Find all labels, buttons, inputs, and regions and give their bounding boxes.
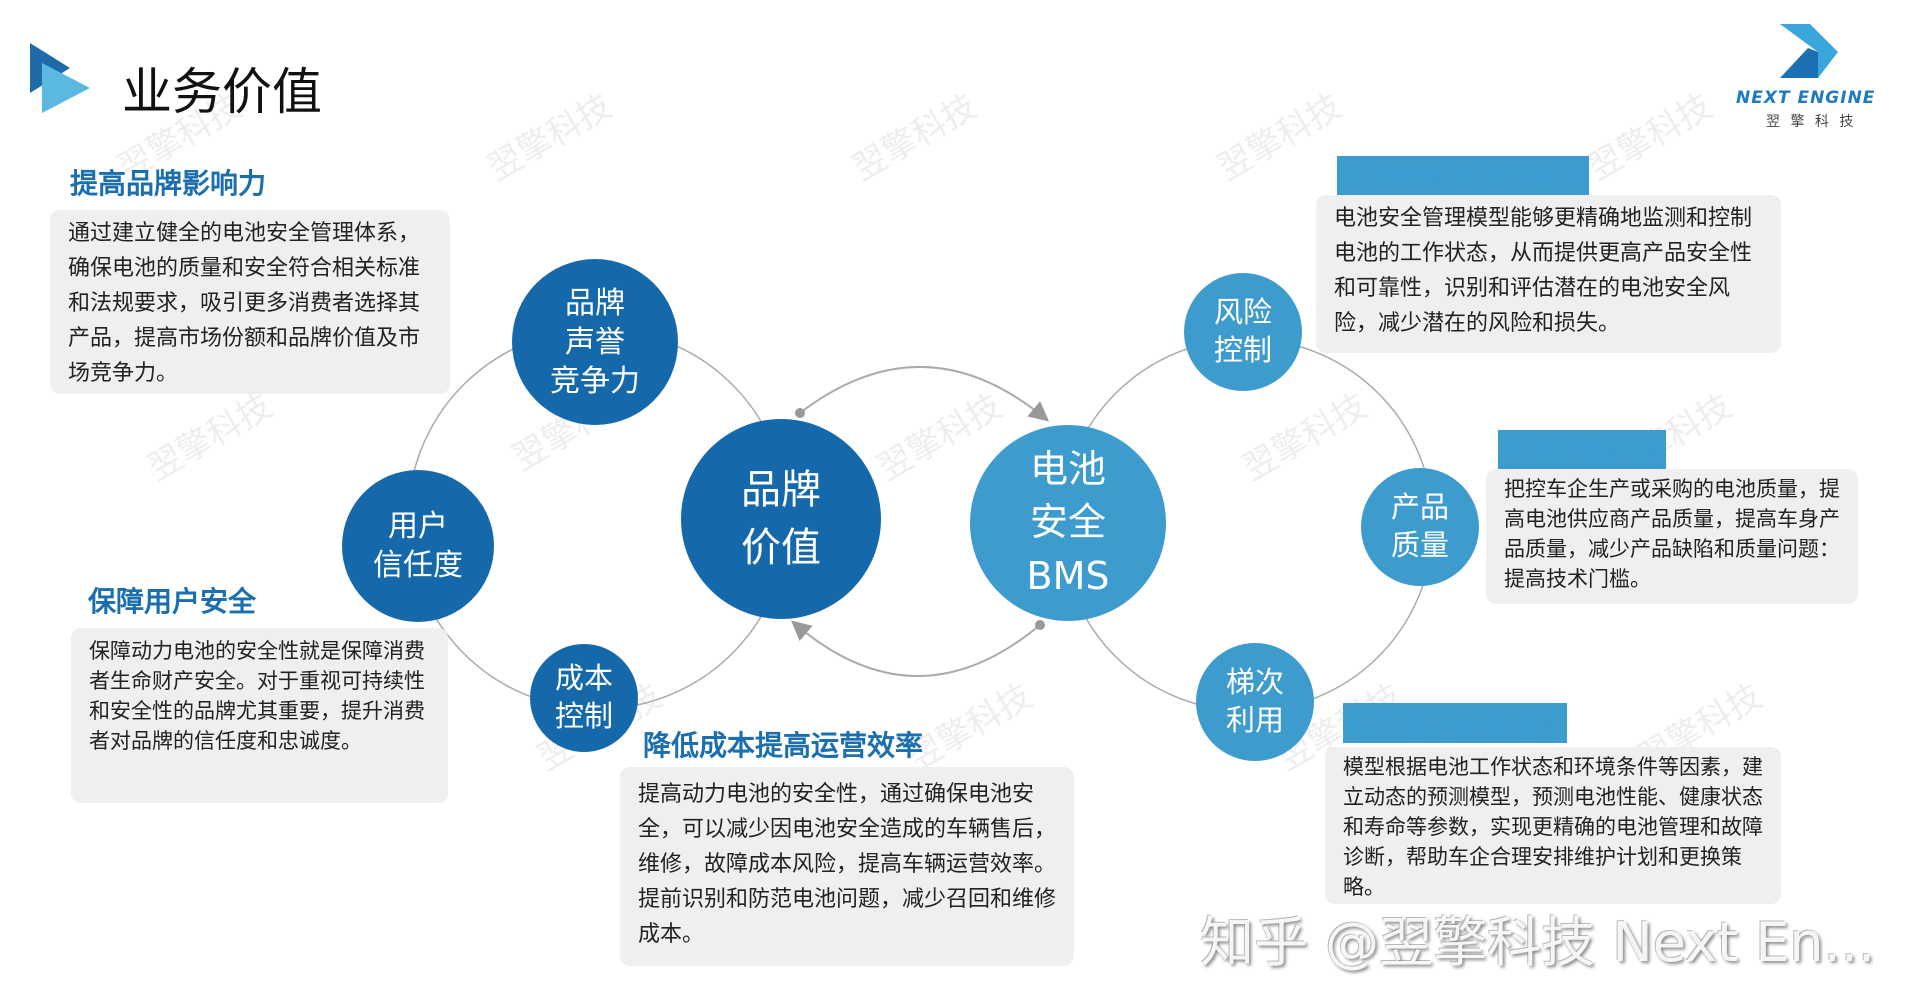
node-label: 控制 — [554, 699, 613, 733]
node-label: 成本 — [554, 661, 613, 696]
node-label: 利用 — [1225, 703, 1284, 737]
node-label: 价值 — [741, 525, 821, 571]
node-label: 电池 — [1029, 447, 1106, 492]
node-cost-control: 成本 控制 — [530, 644, 638, 752]
zhihu-watermark: 知乎 @翌擎科技 Next En... — [1200, 911, 1876, 974]
section-text-reuse: 模型根据电池工作状态和环境条件等因素，建立动态的预测模型，预测电池性能、健康状态… — [1325, 747, 1781, 904]
logo-subtitle: 翌 擎 科 技 — [1766, 114, 1857, 130]
section-heading-risk: 风险管控及寿命提升 — [1337, 156, 1590, 196]
bottom-arrow — [790, 620, 1041, 677]
node-user-trust: 用户 信任度 — [342, 470, 494, 622]
section-text-user: 保障动力电池的安全性就是保障消费者生命财产安全。对于重视可持续性和安全性的品牌尤… — [71, 628, 448, 803]
node-label: 竞争力 — [550, 363, 640, 399]
section-heading-user: 保障用户安全 — [88, 585, 257, 618]
node-label: 风险 — [1213, 295, 1272, 330]
node-brand-value: 品牌 价值 — [681, 419, 881, 619]
node-label: 品牌 — [565, 285, 625, 321]
node-label: BMS — [1026, 553, 1110, 598]
node-risk-control: 风险 控制 — [1184, 273, 1302, 391]
page-title: 业务价值 — [122, 63, 322, 121]
section-text-cost: 提高动力电池的安全性，通过确保电池安全，可以减少因电池安全造成的车辆售后，维修，… — [620, 767, 1074, 966]
section-text-brand: 通过建立健全的电池安全管理体系，确保电池的质量和安全符合相关标准和法规要求，吸引… — [50, 210, 450, 394]
node-cascade-utilization: 梯次 利用 — [1196, 643, 1314, 761]
logo-name: NEXT ENGINE — [1736, 88, 1876, 108]
node-label: 信任度 — [373, 548, 463, 583]
node-brand-reputation: 品牌 声誉 竞争力 — [512, 259, 678, 425]
node-label: 控制 — [1213, 333, 1272, 367]
section-heading-cost: 降低成本提高运营效率 — [643, 729, 924, 762]
section-heading-quality: 电池质量把控 — [1498, 430, 1667, 470]
node-label: 质量 — [1390, 528, 1449, 562]
section-heading-brand: 提高品牌影响力 — [70, 167, 267, 200]
top-arrow — [799, 366, 1050, 422]
section-text-risk: 电池安全管理模型能够更精确地监测和控制电池的工作状态，从而提供更高产品安全性和可… — [1316, 195, 1781, 353]
node-label: 用户 — [388, 509, 448, 544]
node-label: 安全 — [1029, 500, 1106, 545]
node-product-quality: 产品 质量 — [1361, 468, 1479, 586]
section-heading-reuse: 批次电池退役管理 — [1343, 703, 1568, 743]
node-label: 产品 — [1390, 490, 1449, 525]
node-label: 声誉 — [565, 324, 625, 360]
section-text-quality: 把控车企生产或采购的电池质量，提高电池供应商产品质量，提高车身产品质量，减少产品… — [1486, 469, 1858, 604]
logo-icon — [1780, 24, 1838, 78]
node-label: 品牌 — [741, 467, 821, 513]
node-label: 梯次 — [1225, 665, 1284, 700]
title-triangle-icon — [30, 43, 90, 113]
node-battery-safety-bms: 电池 安全 BMS — [970, 425, 1166, 621]
